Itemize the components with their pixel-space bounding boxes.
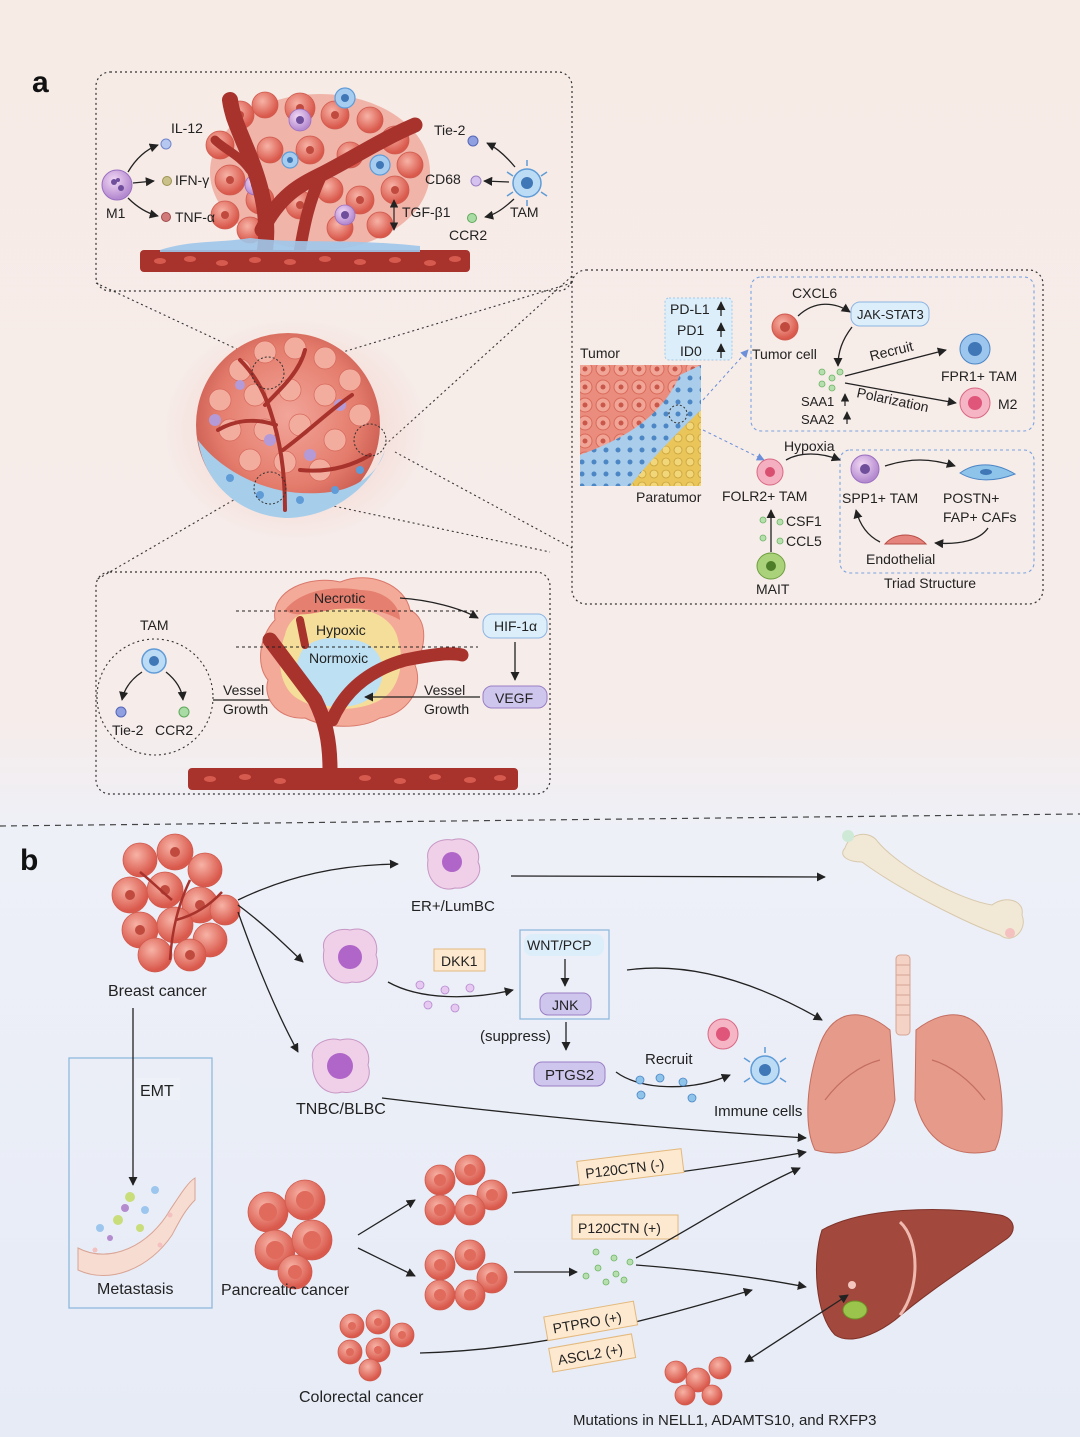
panel-divider [0, 813, 1080, 827]
m1-cell [101, 169, 133, 201]
tam-cell-top [506, 160, 548, 206]
saa1-label: SAA1 [801, 394, 834, 409]
growth-label-left: Growth [223, 701, 268, 717]
recruit-label-b: Recruit [645, 1051, 693, 1068]
emt-label-bg [136, 1078, 180, 1100]
ccr2-label-top: CCR2 [449, 227, 487, 243]
pancreatic-cluster [247, 1179, 333, 1290]
vessel-label-left: Vessel [223, 682, 264, 698]
tumor-cell-label: Tumor cell [752, 346, 817, 362]
metastasis-vessel [77, 1177, 196, 1276]
vessel-label-right: Vessel [424, 682, 465, 698]
fpr1-tam-label: FPR1+ TAM [941, 368, 1017, 384]
er-lumbc-cell [427, 838, 481, 890]
colorectal-label: Colorectal cancer [299, 1389, 424, 1406]
pdl1-label: PD-L1 [670, 301, 710, 317]
immune-cells-label: Immune cells [714, 1103, 802, 1120]
necrotic-label: Necrotic [314, 590, 365, 606]
folr2-tam-label: FOLR2+ TAM [722, 488, 807, 504]
ifng-label: IFN-γ [175, 172, 209, 188]
tumor-label: Tumor [580, 345, 620, 361]
m1-label: M1 [106, 205, 126, 221]
triad-label: Triad Structure [884, 575, 976, 591]
bone-icon [842, 830, 1024, 939]
lung-icon [807, 954, 1003, 1154]
tie2-label-top: Tie-2 [434, 122, 466, 138]
tnbc-cell [311, 1038, 370, 1094]
normoxic-label: Normoxic [309, 650, 368, 666]
emt-box [68, 1057, 213, 1309]
cxcl6-label: CXCL6 [792, 285, 837, 301]
tie2-label-bottom: Tie-2 [112, 722, 144, 738]
saa2-label: SAA2 [801, 412, 834, 427]
hif1a-label: HIF-1α [494, 618, 537, 634]
csf1-label: CSF1 [786, 513, 822, 529]
panel-a-bottom-box: TAM Tie-2 CCR2 Vessel Growth Necrotic [95, 571, 551, 795]
panel-a-right-box: PD-L1 PD1 ID0 Tumor Paratumor CXCL6 JAK-… [571, 269, 1044, 605]
panel-a-letter: a [32, 66, 49, 99]
mutated-cluster [664, 1356, 732, 1406]
tnbc-label: TNBC/BLBC [296, 1101, 386, 1118]
er-lumbc-label: ER+/LumBC [411, 898, 495, 915]
central-tumor [165, 320, 425, 540]
cd68-label: CD68 [425, 171, 461, 187]
ido-label: ID0 [680, 343, 702, 359]
immune-cell-icon [743, 1047, 787, 1085]
emt-label: EMT [140, 1083, 174, 1100]
top-tumor-cluster [160, 87, 430, 258]
pd1-label: PD1 [677, 322, 704, 338]
jakstat3-label: JAK-STAT3 [857, 307, 924, 322]
colorectal-cluster [337, 1309, 415, 1382]
ccl5-label: CCL5 [786, 533, 822, 549]
zoned-tumor [260, 577, 469, 778]
suppress-label: (suppress) [480, 1028, 551, 1045]
tgfb1-label: TGF-β1 [402, 204, 451, 220]
hypoxic-label: Hypoxic [316, 622, 366, 638]
ccr2-label-bottom: CCR2 [155, 722, 193, 738]
pancreatic-cluster-lower [424, 1239, 508, 1311]
panel-a-top-box: M1 IL-12 IFN-γ TNF-α TAM Tie-2 CD68 TGF-… [95, 71, 573, 292]
liver-icon [815, 1209, 1014, 1340]
mutations-label: Mutations in NELL1, ADAMTS10, and RXFP3 [573, 1412, 876, 1429]
panel-b-letter: b [20, 844, 38, 877]
pancreatic-cluster-upper [424, 1154, 508, 1226]
pancreatic-label: Pancreatic cancer [221, 1282, 350, 1299]
paratumor-label: Paratumor [636, 489, 702, 505]
hypoxia-label: Hypoxia [784, 438, 835, 454]
il12-label: IL-12 [171, 120, 203, 136]
p120-pos-label: P120CTN (+) [578, 1220, 661, 1236]
breast-cancer-label: Breast cancer [108, 983, 207, 1000]
mait-label: MAIT [756, 581, 790, 597]
tnfa-label: TNF-α [175, 209, 215, 225]
tam-label-top: TAM [510, 204, 539, 220]
tam-label-bottom: TAM [140, 617, 169, 633]
polarization-label: Polarization [855, 384, 930, 415]
breast-cancer-cluster [111, 833, 241, 973]
m2-label: M2 [998, 396, 1018, 412]
jnk-label: JNK [552, 997, 579, 1013]
dkk1-label: DKK1 [441, 953, 478, 969]
metastasis-label: Metastasis [97, 1281, 173, 1298]
tumor-paratumor-tissue [580, 365, 701, 486]
growth-label-right: Growth [424, 701, 469, 717]
spp1-tam-label: SPP1+ TAM [842, 490, 918, 506]
postn-label-2: FAP+ CAFs [943, 509, 1017, 525]
endothelial-label: Endothelial [866, 551, 935, 567]
ptgs2-label: PTGS2 [545, 1067, 594, 1084]
vegf-label: VEGF [495, 690, 533, 706]
postn-label-1: POSTN+ [943, 490, 999, 506]
dkk1-cell [322, 928, 378, 984]
wnt-pcp-label: WNT/PCP [527, 937, 592, 953]
